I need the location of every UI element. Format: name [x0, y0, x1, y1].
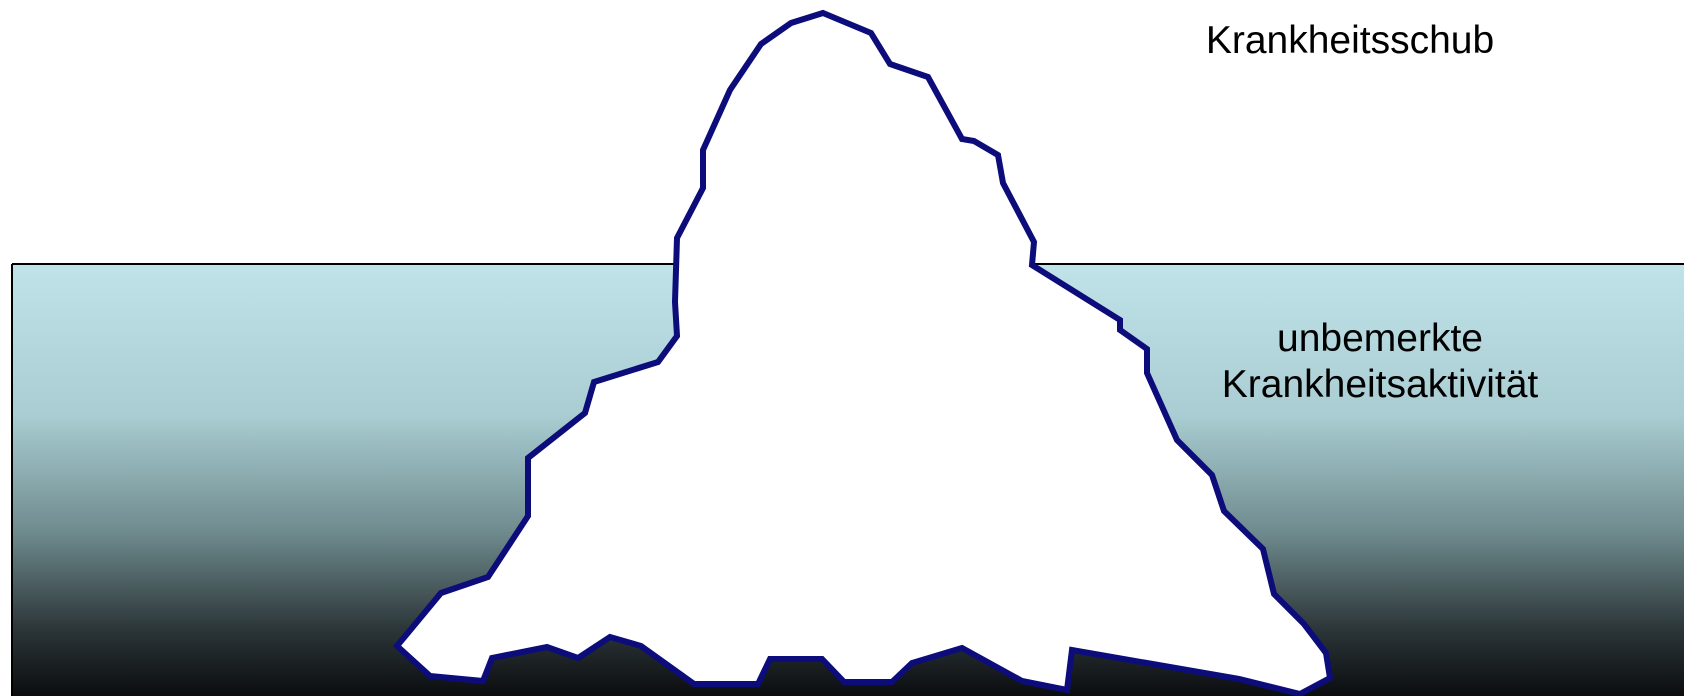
- label-visible-part: Krankheitsschub: [1200, 18, 1500, 64]
- label-hidden-part: unbemerkte Krankheitsaktivität: [1170, 316, 1590, 408]
- label-hidden-line1: unbemerkte: [1170, 316, 1590, 362]
- label-hidden-line2: Krankheitsaktivität: [1170, 362, 1590, 408]
